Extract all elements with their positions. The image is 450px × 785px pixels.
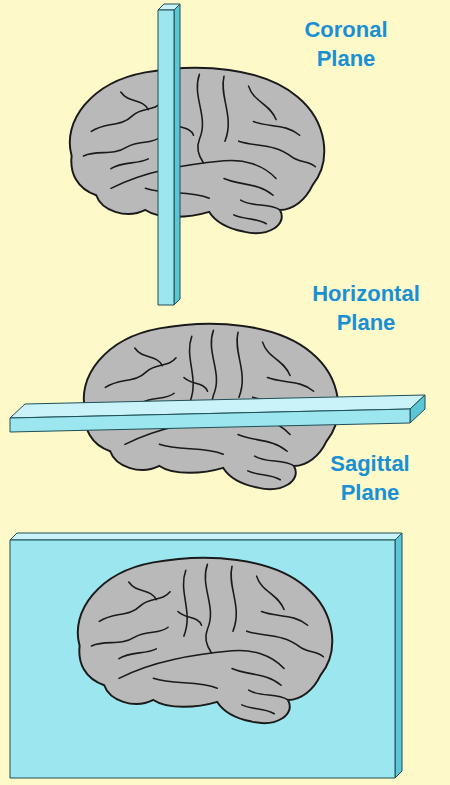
horizontal-plane-slab [10,395,425,432]
plane-label: Sagittal Plane [315,450,425,507]
brain-drawing [70,68,324,233]
plane-label: Coronal Plane [290,16,402,73]
plane-label: Horizontal Plane [288,280,444,337]
coronal-plane-slab [158,4,180,305]
brain-drawing [78,558,332,723]
sagittal-plane-slab [10,533,402,778]
